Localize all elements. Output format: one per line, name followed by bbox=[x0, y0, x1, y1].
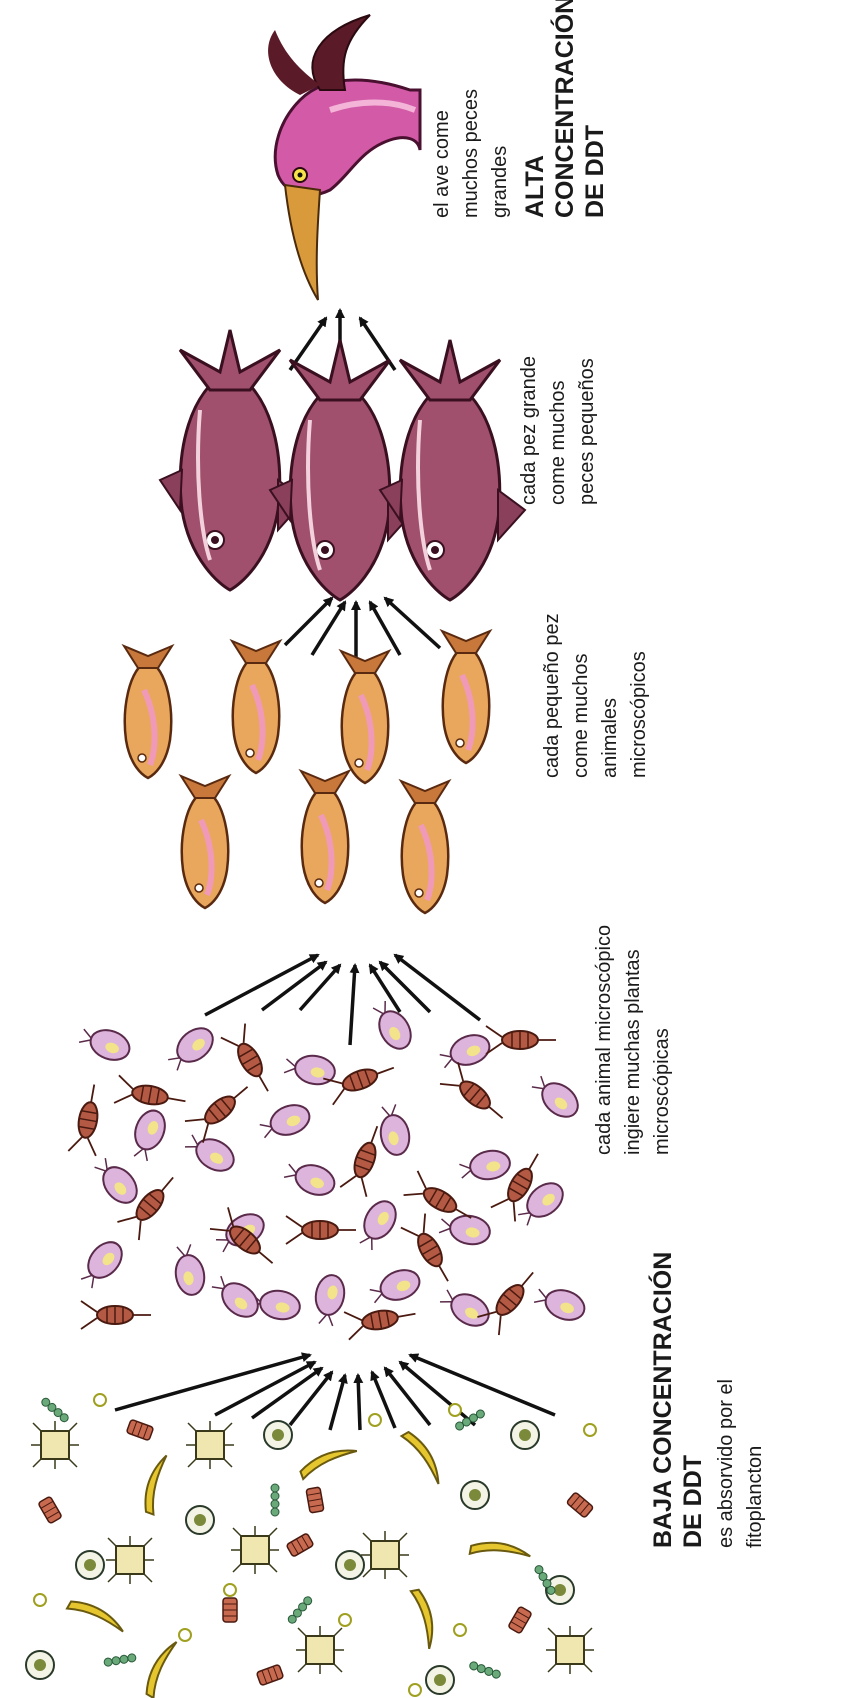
phytoplankton-group bbox=[26, 1394, 596, 1698]
big-fish-caption-line1: cada pez grande bbox=[515, 356, 544, 505]
bird-caption: el ave come muchos peces grandes bbox=[428, 89, 515, 218]
low-concentration-line1: BAJA CONCENTRACIÓN bbox=[648, 1252, 678, 1548]
low-concentration-label: BAJA CONCENTRACIÓN DE DDT bbox=[648, 1252, 708, 1548]
arrows-to-zooplankton bbox=[115, 1355, 555, 1430]
arrows-to-small-fish bbox=[205, 955, 480, 1045]
zooplankton-caption: cada animal microscópico ingiere muchas … bbox=[590, 925, 677, 1155]
zooplankton-caption-line1: cada animal microscópico bbox=[590, 925, 619, 1155]
phytoplankton-caption-line2: fitoplancton bbox=[741, 1379, 770, 1548]
arrows-to-big-fish bbox=[285, 598, 440, 660]
big-fish-caption-line2: come muchos bbox=[544, 356, 573, 505]
high-concentration-label: ALTA CONCENTRACIÓN DE DDT bbox=[520, 0, 610, 218]
zooplankton-group bbox=[68, 997, 588, 1340]
high-concentration-line3: DE DDT bbox=[580, 0, 610, 218]
small-fish-group bbox=[124, 631, 490, 913]
phytoplankton-caption-line1: es absorvido por el bbox=[712, 1379, 741, 1548]
small-fish-caption-line2: come muchos bbox=[567, 613, 596, 778]
bird-illustration bbox=[268, 15, 420, 300]
zooplankton-caption-line3: microscópicas bbox=[648, 925, 677, 1155]
big-fish-caption: cada pez grande come muchos peces pequeñ… bbox=[515, 356, 602, 505]
small-fish-caption-line3: animales bbox=[596, 613, 625, 778]
small-fish-caption-line4: microscópicos bbox=[625, 613, 654, 778]
small-fish-caption: cada pequeño pez come muchos animales mi… bbox=[538, 613, 654, 778]
bird-caption-line3: grandes bbox=[486, 89, 515, 218]
small-fish-caption-line1: cada pequeño pez bbox=[538, 613, 567, 778]
high-concentration-line1: ALTA bbox=[520, 0, 550, 218]
high-concentration-line2: CONCENTRACIÓN bbox=[550, 0, 580, 218]
big-fish-caption-line3: peces pequeños bbox=[573, 356, 602, 505]
bird-caption-line1: el ave come bbox=[428, 89, 457, 218]
bird-caption-line2: muchos peces bbox=[457, 89, 486, 218]
phytoplankton-caption: es absorvido por el fitoplancton bbox=[712, 1379, 770, 1548]
zooplankton-caption-line2: ingiere muchas plantas bbox=[619, 925, 648, 1155]
low-concentration-line2: DE DDT bbox=[678, 1252, 708, 1548]
big-fish-group bbox=[160, 330, 525, 600]
